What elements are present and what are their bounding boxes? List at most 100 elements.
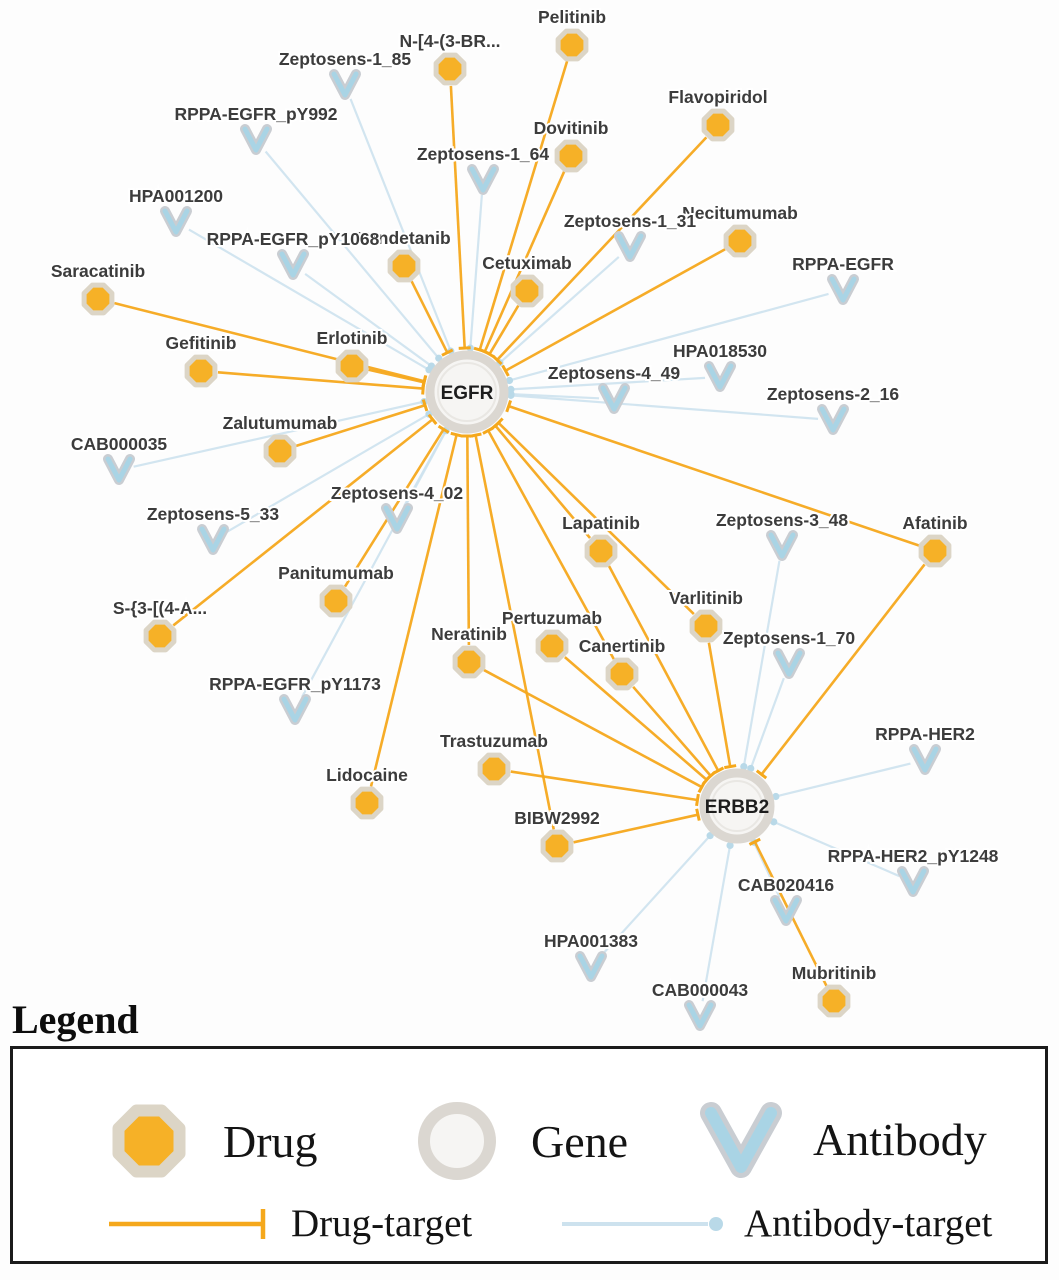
drug-node-vandetanib	[387, 249, 421, 283]
node-label-cab020416: CAB020416	[738, 875, 835, 895]
antibody-node-hpa001200	[160, 206, 192, 237]
antibody-node-hpa018530	[704, 361, 736, 392]
node-label-rppa-egfr-py992: RPPA-EGFR_pY992	[174, 104, 337, 124]
legend-drug-target-label: Drug-target	[291, 1202, 473, 1245]
legend-item-drug-target: Drug-target	[105, 1201, 472, 1246]
drug-target-edge-neratinib	[483, 668, 706, 794]
drug-target-edge-varlitinib	[493, 417, 695, 616]
antibody-target-edge-cab000043	[701, 841, 734, 1002]
node-label-rppa-egfr-py1068: RPPA-EGFR_pY1068	[207, 229, 380, 249]
drug-target-edge-bibw2992	[573, 808, 701, 844]
drug-node-erlotinib	[335, 349, 369, 383]
antibody-node-hpa001383	[575, 951, 607, 982]
node-label-erlotinib: Erlotinib	[317, 328, 388, 348]
drug-target-edge-flavopiridol	[491, 136, 708, 366]
node-label-cab000043: CAB000043	[652, 980, 749, 1000]
drug-node-afatinib	[918, 534, 952, 568]
node-label-zeptosens-2-16: Zeptosens-2_16	[767, 384, 900, 404]
drug-target-edge-zalutumumab	[295, 399, 429, 448]
drug-node-icon	[101, 1093, 197, 1189]
antibody-target-edge-zeptosens-2-16	[507, 391, 819, 420]
node-label-hpa001383: HPA001383	[544, 931, 638, 951]
antibody-node-zeptosens-1-70	[773, 648, 805, 679]
node-label-rppa-her2-py1248: RPPA-HER2_pY1248	[828, 846, 999, 866]
antibody-node-rppa-her2-py1248	[897, 866, 929, 897]
drug-target-edge-bibw2992	[469, 432, 555, 830]
gene-node-erbb2	[699, 768, 775, 844]
node-label-flavopiridol: Flavopiridol	[668, 87, 767, 107]
node-label-mubritinib: Mubritinib	[792, 963, 877, 983]
antibody-target-edge-rppa-egfr	[505, 292, 829, 385]
node-label-trastuzumab: Trastuzumab	[440, 731, 548, 751]
antibody-target-edge-rppa-egfr-py1173	[301, 427, 450, 698]
node-label-zeptosens-1-64: Zeptosens-1_64	[417, 144, 550, 164]
edge-layer	[114, 60, 926, 1002]
node-label-necitumumab: Necitumumab	[682, 203, 798, 223]
node-label-rppa-egfr-py1173: RPPA-EGFR_pY1173	[209, 674, 381, 694]
antibody-node-rppa-egfr	[827, 274, 859, 305]
drug-target-edge-icon	[105, 1204, 277, 1244]
drug-target-edge-n4-3br	[449, 85, 471, 350]
antibody-node-zeptosens-3-48	[766, 530, 798, 561]
legend-gene-label: Gene	[531, 1115, 629, 1167]
antibody-node-zeptosens-1-31	[614, 231, 646, 262]
drug-target-edge-panitumumab	[343, 424, 450, 588]
antibody-node-zeptosens-2-16	[817, 404, 849, 435]
gene-node-icon	[409, 1093, 505, 1189]
drug-node-zalutumumab	[263, 434, 297, 468]
legend-item-antibody-target: Antibody-target	[558, 1201, 992, 1246]
drug-node-canertinib	[605, 657, 639, 691]
legend-item-gene: Gene	[409, 1093, 628, 1189]
antibody-target-edge-zeptosens-1-70	[747, 677, 785, 773]
node-label-zeptosens-5-33: Zeptosens-5_33	[147, 504, 280, 524]
antibody-node-rppa-egfr-py1068	[277, 249, 309, 280]
drug-node-necitumumab	[723, 224, 757, 258]
node-label-zeptosens-1-85: Zeptosens-1_85	[279, 49, 412, 69]
node-label-pelitinib: Pelitinib	[538, 7, 606, 27]
node-label-lapatinib: Lapatinib	[562, 513, 640, 533]
drug-node-panitumumab	[319, 584, 353, 618]
drug-target-edge-pelitinib	[473, 60, 569, 354]
drug-target-edge-lidocaine	[369, 431, 463, 787]
node-label-rppa-egfr: RPPA-EGFR	[792, 254, 894, 274]
gene-node-egfr	[425, 350, 509, 434]
drug-node-gefitinib	[184, 354, 218, 388]
node-label-panitumumab: Panitumumab	[278, 563, 394, 583]
node-label-neratinib: Neratinib	[431, 624, 507, 644]
drug-target-edge-canertinib	[482, 426, 615, 660]
legend-item-drug: Drug	[101, 1093, 318, 1189]
node-label-rppa-her2: RPPA-HER2	[875, 724, 975, 744]
node-label-zeptosens-1-70: Zeptosens-1_70	[723, 628, 856, 648]
antibody-node-zeptosens-1-85	[329, 69, 361, 100]
node-label-cab000035: CAB000035	[71, 434, 168, 454]
legend-drug-label: Drug	[223, 1115, 318, 1167]
node-label-s3-4a: S-{3-[(4-A...	[113, 598, 207, 618]
node-label-gefitinib: Gefitinib	[166, 333, 237, 353]
drug-target-edge-afatinib	[505, 399, 920, 547]
node-label-zeptosens-1-31: Zeptosens-1_31	[564, 211, 697, 231]
antibody-target-edge-icon	[558, 1204, 730, 1244]
drug-node-pertuzumab	[535, 629, 569, 663]
antibody-node-zeptosens-4-49	[598, 383, 630, 414]
drug-target-edge-varlitinib	[707, 642, 737, 770]
antibody-target-edge-zeptosens-3-48	[740, 560, 781, 771]
drug-node-mubritinib	[817, 984, 851, 1018]
antibody-target-edge-zeptosens-1-64	[466, 194, 483, 352]
node-label-erbb2: ERBB2	[705, 797, 769, 818]
drug-node-saracatinib	[81, 282, 115, 316]
drug-node-trastuzumab	[477, 752, 511, 786]
drug-target-edge-afatinib	[755, 563, 926, 780]
node-layer	[81, 28, 952, 1031]
node-label-zalutumumab: Zalutumumab	[223, 413, 338, 433]
node-label-dovitinib: Dovitinib	[534, 118, 609, 138]
node-label-zeptosens-4-49: Zeptosens-4_49	[548, 363, 681, 383]
antibody-node-zeptosens-1-64	[467, 164, 499, 195]
drug-node-flavopiridol	[701, 108, 735, 142]
antibody-target-edge-rppa-her2-py1248	[770, 818, 900, 878]
node-label-vandetanib: Vandetanib	[357, 228, 450, 248]
antibody-node-rppa-egfr-py1173	[279, 694, 311, 725]
drug-target-edge-erlotinib	[368, 368, 427, 389]
legend-antibody-label: Antibody	[813, 1113, 987, 1165]
drug-target-edge-canertinib	[632, 685, 717, 781]
drug-target-edge-vandetanib	[410, 280, 454, 357]
